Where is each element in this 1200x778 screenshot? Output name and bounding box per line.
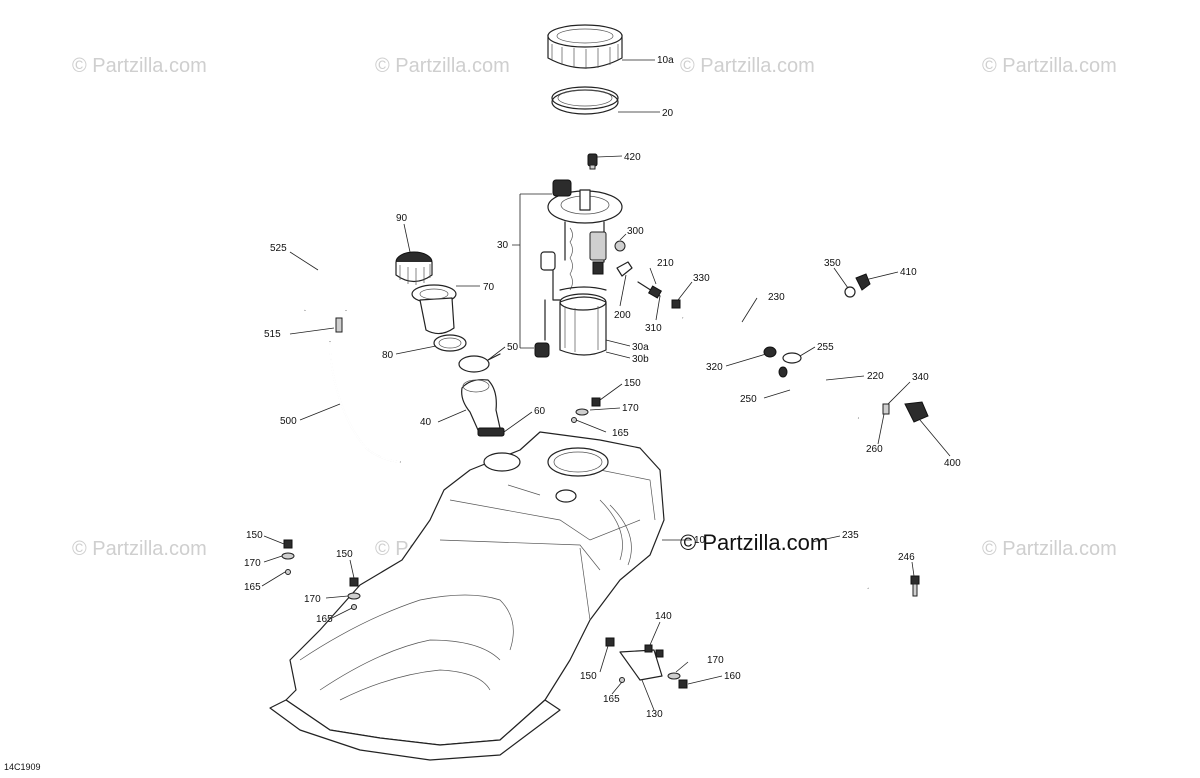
callout-150-top[interactable]: 150 xyxy=(624,378,641,389)
callout-160[interactable]: 160 xyxy=(724,671,741,682)
watermark-text: © Partzilla.com xyxy=(982,55,1117,77)
part-fuel-cap[interactable] xyxy=(395,251,433,285)
part-40-filler-hose[interactable] xyxy=(461,379,501,434)
callout-410[interactable]: 410 xyxy=(900,267,917,278)
callout-140[interactable]: 140 xyxy=(655,611,672,622)
callout-250[interactable]: 250 xyxy=(740,394,757,405)
callout-165-top[interactable]: 165 xyxy=(612,428,629,439)
watermark-text: © Partzilla.com xyxy=(982,538,1117,560)
part-320-clamp[interactable] xyxy=(763,346,777,358)
assembly-bracket xyxy=(512,193,552,349)
part-340-clamp[interactable] xyxy=(882,403,890,415)
watermark-text: © Partzilla.com xyxy=(680,55,815,77)
callout-246[interactable]: 246 xyxy=(898,552,915,563)
part-420-fitting[interactable] xyxy=(587,153,598,170)
part-255-clamp[interactable] xyxy=(782,352,802,364)
callout-320[interactable]: 320 xyxy=(706,362,723,373)
part-fastener-set-top[interactable] xyxy=(571,397,601,423)
callout-70[interactable]: 70 xyxy=(483,282,495,293)
callout-400[interactable]: 400 xyxy=(944,458,961,469)
callout-150-left[interactable]: 150 xyxy=(246,530,263,541)
part-130-bracket[interactable] xyxy=(605,637,664,681)
callout-30[interactable]: 30 xyxy=(497,240,509,251)
drawing-id: 14C1909 xyxy=(4,762,41,772)
part-330-clamp[interactable] xyxy=(671,299,681,309)
part-235-hose[interactable] xyxy=(789,542,870,590)
callout-420[interactable]: 420 xyxy=(624,152,641,163)
watermark-main-text: © Partzilla.com xyxy=(680,530,828,555)
callout-10a[interactable]: 10a xyxy=(657,55,674,66)
callout-165-middle[interactable]: 165 xyxy=(316,614,333,625)
callout-300[interactable]: 300 xyxy=(627,226,644,237)
part-fastener-set-middle[interactable] xyxy=(347,577,361,610)
part-525-vent-hose[interactable] xyxy=(303,260,348,311)
part-350-clamp[interactable] xyxy=(844,286,856,298)
part-50-clamp[interactable] xyxy=(458,353,501,373)
watermark-text: © Partzilla.com xyxy=(375,55,510,77)
callout-170-middle[interactable]: 170 xyxy=(304,594,321,605)
part-seal-ring[interactable] xyxy=(551,86,619,115)
part-210-tube[interactable] xyxy=(637,281,663,299)
part-fastener-set-right[interactable] xyxy=(619,672,688,689)
callout-150-middle[interactable]: 150 xyxy=(336,549,353,560)
callout-330[interactable]: 330 xyxy=(693,273,710,284)
part-60-clamp[interactable] xyxy=(477,427,505,437)
part-410-fitting[interactable] xyxy=(855,273,871,291)
callout-40[interactable]: 40 xyxy=(420,417,432,428)
watermark-text: © Partzilla.com xyxy=(72,538,207,560)
callout-260[interactable]: 260 xyxy=(866,444,883,455)
part-230-hose[interactable] xyxy=(682,288,852,338)
callout-90[interactable]: 90 xyxy=(396,213,408,224)
part-500-vent-hose[interactable] xyxy=(329,341,401,463)
callout-235[interactable]: 235 xyxy=(842,530,859,541)
leader-lines xyxy=(261,59,951,711)
callout-60[interactable]: 60 xyxy=(534,406,546,417)
part-200-elbow[interactable] xyxy=(616,261,633,277)
callout-525[interactable]: 525 xyxy=(270,243,287,254)
callout-515[interactable]: 515 xyxy=(264,329,281,340)
callout-310[interactable]: 310 xyxy=(645,323,662,334)
callout-500[interactable]: 500 xyxy=(280,416,297,427)
callout-170-left[interactable]: 170 xyxy=(244,558,261,569)
part-fuel-pump-module[interactable] xyxy=(534,179,623,358)
callout-30a[interactable]: 30a xyxy=(632,342,649,353)
callout-230[interactable]: 230 xyxy=(768,292,785,303)
part-515-connector[interactable] xyxy=(335,317,343,333)
callout-170-right[interactable]: 170 xyxy=(707,655,724,666)
part-246-bolt[interactable] xyxy=(910,575,920,597)
callout-170-top[interactable]: 170 xyxy=(622,403,639,414)
part-filler-neck[interactable] xyxy=(411,284,457,335)
callout-340[interactable]: 340 xyxy=(912,372,929,383)
callout-50[interactable]: 50 xyxy=(507,342,519,353)
part-fuel-tank[interactable] xyxy=(269,431,665,761)
callout-350[interactable]: 350 xyxy=(824,258,841,269)
callout-200[interactable]: 200 xyxy=(614,310,631,321)
callout-150-right[interactable]: 150 xyxy=(580,671,597,682)
callout-30b[interactable]: 30b xyxy=(632,354,649,365)
watermark-text: © Partzilla.com xyxy=(72,55,207,77)
callout-255[interactable]: 255 xyxy=(817,342,834,353)
callout-220[interactable]: 220 xyxy=(867,371,884,382)
callout-20[interactable]: 20 xyxy=(662,108,674,119)
part-80-clamp[interactable] xyxy=(433,334,467,352)
part-300-clamp[interactable] xyxy=(614,240,626,252)
part-lock-ring[interactable] xyxy=(547,24,623,69)
callout-10[interactable]: 10 xyxy=(694,535,706,546)
callout-labels: 10a 20 420 90 525 30 300 210 330 350 410… xyxy=(244,55,961,720)
callout-165-left[interactable]: 165 xyxy=(244,582,261,593)
callout-130[interactable]: 130 xyxy=(646,709,663,720)
callout-80[interactable]: 80 xyxy=(382,350,394,361)
part-fastener-set-left[interactable] xyxy=(281,539,295,575)
part-400-fitting[interactable] xyxy=(904,401,929,423)
callout-165-right[interactable]: 165 xyxy=(603,694,620,705)
callout-210[interactable]: 210 xyxy=(657,258,674,269)
part-220-hose[interactable] xyxy=(778,366,859,423)
